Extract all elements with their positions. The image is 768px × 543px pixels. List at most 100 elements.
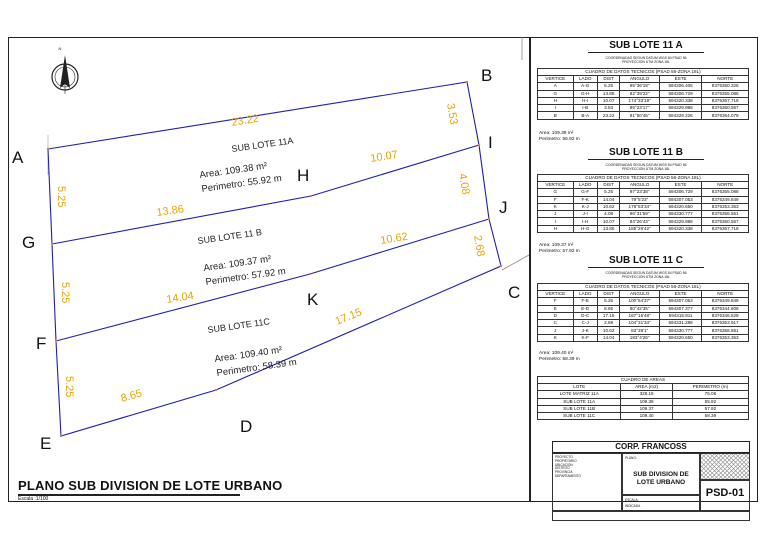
- table-header-cell: DIST: [596, 289, 621, 299]
- point-label-f: F: [36, 334, 46, 353]
- table-cell: 8376349.849: [701, 195, 749, 204]
- table-cell: 594306.405: [658, 82, 703, 91]
- table-cell: 5.25: [596, 188, 621, 197]
- table-cell: 594320.650: [658, 333, 703, 343]
- table-cell: A: [537, 82, 574, 91]
- table-11a-title: SUB LOTE 11 A: [588, 40, 704, 53]
- table-cell: 97°23'38": [619, 188, 660, 197]
- table-cell: SUB LOTE 11B: [536, 404, 622, 414]
- table-cell: 167°16'48": [619, 311, 660, 321]
- table-header-cell: LOTE: [536, 382, 622, 392]
- table-cell: 14.04: [596, 333, 621, 343]
- lot-divider-line: [55, 218, 490, 342]
- table-cell: 174°33'18": [619, 96, 660, 106]
- point-label-b: B: [481, 66, 492, 85]
- point-label-a: A: [12, 148, 24, 167]
- plan-title-underline: [18, 494, 240, 496]
- table-11a-title-text: SUB LOTE 11 A: [609, 40, 683, 51]
- table-cell: 594307.053: [658, 195, 703, 204]
- table-caption: CUADRO DE DATOS TECNICOS (PSAD 56-ZONA 1…: [537, 174, 749, 181]
- vertex-marker: [309, 194, 313, 198]
- north-arrow-icon: N: [51, 46, 79, 94]
- vertex-marker: [477, 143, 481, 147]
- point-label-i: I: [488, 133, 493, 152]
- lot-outline: [47, 81, 502, 437]
- table-cell: 75.06: [671, 390, 750, 399]
- table-cell: I-B: [572, 104, 598, 113]
- table-cell: 55.92: [671, 397, 750, 406]
- title-block-logo: [700, 453, 750, 480]
- table-cell: I: [537, 217, 574, 226]
- table-11a-perimeter: Perimetro: 55.92 m: [539, 136, 580, 142]
- table-header-cell: ESTE: [658, 180, 703, 190]
- table-11b-perimeter: Perimetro: 57.92 m: [539, 248, 580, 254]
- table-cell: F: [537, 297, 574, 306]
- point-label-d: D: [240, 417, 252, 436]
- title-block-plano-value: SUB DIVISION DE LOTE URBANO: [633, 471, 689, 486]
- table-cell: 82°39'22": [619, 89, 660, 98]
- table-header-cell: ESTE: [658, 289, 703, 299]
- table-cell: K: [537, 333, 574, 343]
- vertex-marker: [465, 80, 469, 84]
- plan-title: PLANO SUB DIVISION DE LOTE URBANO: [18, 478, 283, 493]
- table-11c-summary: Area: 109.40 m² Perimetro: 58.39 m: [539, 351, 580, 362]
- table-cell: 5.25: [596, 297, 621, 306]
- title-block-plano-cell: [622, 453, 700, 495]
- table-header-cell: LADO: [572, 180, 598, 190]
- table-cell: 594329.226: [658, 111, 703, 120]
- title-block-footer: [552, 511, 750, 521]
- street-line: [501, 254, 530, 271]
- title-block-code: PSD-01: [705, 487, 745, 499]
- table-11c: CUADRO DE DATOS TECNICOS (PSAD 56-ZONA 1…: [537, 283, 749, 343]
- point-label-h: H: [297, 166, 309, 185]
- table-11a-sub2: PROYECCION UTM ZONA 18L: [622, 60, 670, 64]
- table-cell: 109.40: [620, 412, 673, 421]
- table-cell: 96°31'59": [619, 210, 660, 219]
- table-caption: CUADRO DE DATOS TECNICOS (PSAD 56-ZONA 1…: [537, 283, 749, 290]
- lot-labels: SUB LOTE 11A Area: 109.38 m² Perimetro: …: [197, 135, 298, 379]
- table-11a-summary: Area: 109.38 m² Perimetro: 55.92 m: [539, 131, 580, 142]
- table-cell: 8376353.353: [701, 333, 749, 343]
- plan-scale: Escala :1/100: [18, 496, 49, 502]
- table-cell: B-A: [572, 111, 598, 120]
- table-cell: 594330.777: [658, 210, 703, 219]
- dimension-ab: 23.22: [231, 113, 260, 129]
- table-11c-title: SUB LOTE 11 C: [588, 255, 704, 268]
- table-cell: 8376353.917: [701, 319, 749, 328]
- table-11c-title-text: SUB LOTE 11 C: [609, 255, 683, 266]
- table-cell: 8376353.353: [701, 202, 749, 212]
- title-block-plano-label: PLANO:: [625, 456, 637, 460]
- dimension-ij: 4.08: [456, 172, 472, 195]
- table-cell: 185°26'42": [619, 224, 660, 234]
- table-cell: C: [537, 319, 574, 328]
- table-cell: I-H: [572, 217, 598, 226]
- table-header-cell: ESTE: [658, 74, 703, 84]
- title-block-field: DEPARTAMENTO: [555, 473, 581, 478]
- dimension-de: 8.65: [120, 387, 144, 404]
- table-cell: 594320.338: [658, 96, 703, 106]
- table-11a-sub1: COORDENADAS SEGUN DATUM WGS 84 PSAD 56: [605, 56, 687, 60]
- table-header-cell: LADO: [572, 74, 598, 84]
- table-cell: 594306.729: [658, 188, 703, 197]
- table-cell: 13.86: [596, 89, 621, 98]
- title-block-field: PROVINCIA: [555, 470, 573, 475]
- title-block-firm: CORP. FRANCOSS: [552, 441, 750, 453]
- table-cell: H-G: [572, 224, 598, 234]
- table-header-cell: AREA (m2): [620, 382, 673, 392]
- table-cell: E: [537, 304, 574, 313]
- table-cell: 10.07: [596, 217, 621, 226]
- title-block-escala-cell: [622, 495, 700, 511]
- dimension-fk: 14.04: [166, 290, 195, 306]
- lot-boundaries: [47, 81, 502, 437]
